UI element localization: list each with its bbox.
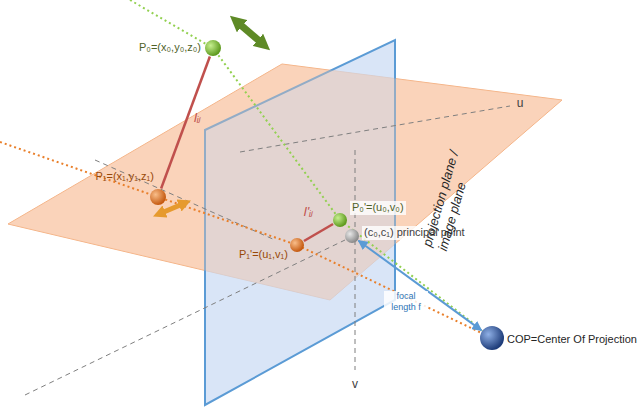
point-sphere <box>205 40 221 56</box>
world-point: P₀=(x₀,y₀,z₀) <box>205 40 221 56</box>
u-axis <box>240 106 510 152</box>
object-plane-front <box>8 64 562 300</box>
point-sphere <box>345 229 359 243</box>
plane-line <box>95 160 275 240</box>
motion-arrow <box>236 21 264 45</box>
point-dot <box>345 229 359 243</box>
point-label: P₀=(x₀,y₀,z₀) <box>139 41 201 54</box>
distance-line <box>304 224 333 241</box>
optical-axis <box>25 240 345 395</box>
motion-arrow <box>159 203 185 214</box>
projection-ray-p1 <box>0 142 492 338</box>
point-label: P₀'=(u₀,v₀) <box>350 201 406 214</box>
point-dot <box>205 40 221 56</box>
point-sphere <box>290 238 304 252</box>
point-sphere <box>480 326 504 350</box>
distance-line <box>161 56 210 188</box>
edge-label: focal length f <box>384 291 428 312</box>
point-dot <box>290 238 304 252</box>
point-label: P₁'=(u₁,v₁) <box>239 248 288 261</box>
point-sphere <box>333 213 347 227</box>
edge-label: lᵢⱼ <box>194 111 201 126</box>
v-axis <box>355 150 356 370</box>
edge-label: l'ᵢⱼ <box>304 205 313 220</box>
projection-ray-p0 <box>130 0 492 338</box>
point-dot <box>333 213 347 227</box>
axis-label: u <box>517 96 524 110</box>
point-dot <box>480 326 504 350</box>
principal-point: (c₀,c₁) principal point <box>345 229 359 243</box>
point-dot <box>150 189 166 205</box>
object-plane <box>8 64 562 300</box>
point-label: P₁=(x₁,y₁,z₁) <box>95 170 154 183</box>
focal-length-arrow <box>358 241 481 331</box>
point-sphere <box>150 189 166 205</box>
axis-label: v <box>352 377 358 391</box>
world-point: P₁=(x₁,y₁,z₁) <box>150 189 166 205</box>
plane-label: projection plane / image plane <box>420 137 481 253</box>
point-label: COP=Center Of Projection <box>507 333 637 346</box>
image-point: P₀'=(u₀,v₀) <box>333 213 347 227</box>
image-point: P₁'=(u₁,v₁) <box>290 238 304 252</box>
center-of-projection: COP=Center Of Projection <box>480 326 504 350</box>
